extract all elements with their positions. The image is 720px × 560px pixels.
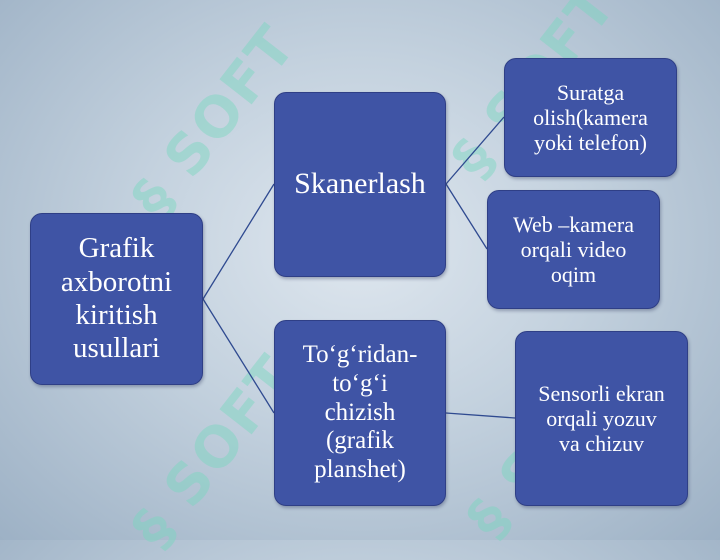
leaf-node-label: Suratga olish(kamera yoki telefon) bbox=[533, 79, 648, 156]
branch-node-label: To‘g‘ridan- to‘g‘i chizish (grafik plans… bbox=[302, 341, 418, 484]
leaf-node-web-kamera: Web –kamera orqali video oqim bbox=[487, 190, 660, 309]
connector-skanerlash-suratga bbox=[445, 116, 505, 185]
leaf-node-suratga: Suratga olish(kamera yoki telefon) bbox=[504, 58, 677, 177]
leaf-node-label: Sensorli ekran orqali yozuv va chizuv bbox=[538, 380, 665, 457]
connector-root-togridan bbox=[202, 298, 275, 414]
branch-node-togridan: To‘g‘ridan- to‘g‘i chizish (grafik plans… bbox=[274, 320, 446, 506]
connector-lines bbox=[202, 116, 516, 419]
branch-node-label: Skanerlash bbox=[294, 167, 426, 201]
connector-togridan-sensorli bbox=[445, 412, 516, 419]
connector-skanerlash-web bbox=[445, 183, 488, 250]
root-node-label: Grafik axborotni kiritish usullari bbox=[60, 232, 173, 365]
connector-root-skanerlash bbox=[202, 183, 275, 300]
leaf-node-label: Web –kamera orqali video oqim bbox=[513, 211, 634, 288]
root-node: Grafik axborotni kiritish usullari bbox=[30, 213, 203, 385]
leaf-node-sensorli: Sensorli ekran orqali yozuv va chizuv bbox=[515, 331, 688, 506]
diagram-canvas: § SOFT § SOFT § SOFT § SOFT Grafik axbor… bbox=[30, 0, 688, 560]
branch-node-skanerlash: Skanerlash bbox=[274, 92, 446, 277]
